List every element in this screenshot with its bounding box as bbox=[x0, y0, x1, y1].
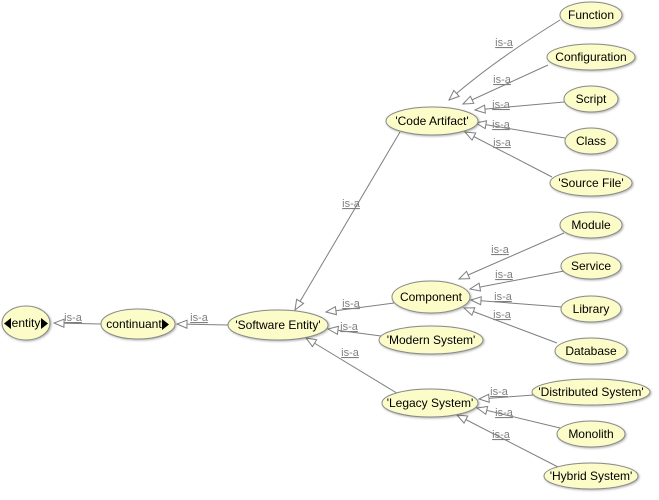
node-legacy-system[interactable]: 'Legacy System' bbox=[381, 388, 479, 418]
edge-label: is-a bbox=[190, 312, 209, 324]
node-label: continuant bbox=[106, 317, 162, 331]
node-library[interactable]: Library bbox=[560, 295, 622, 323]
expand-right-icon[interactable] bbox=[41, 318, 48, 329]
node-ellipse bbox=[560, 295, 622, 323]
edge-softwareentity-continuant bbox=[177, 324, 229, 325]
edge-monolith-legacysystem bbox=[477, 408, 561, 429]
edge-configuration-codeartifact bbox=[463, 64, 549, 104]
node-component[interactable]: Component bbox=[391, 280, 471, 314]
node-label: Component bbox=[400, 290, 463, 304]
edge-label: is-a bbox=[342, 198, 361, 210]
node-ellipse bbox=[391, 280, 471, 314]
node-ellipse bbox=[378, 325, 484, 355]
node-database[interactable]: Database bbox=[554, 337, 628, 365]
edge-codeartifact-softwareentity bbox=[295, 131, 401, 310]
node-distributed-system[interactable]: 'Distributed System' bbox=[531, 378, 651, 406]
edge-label: is-a bbox=[493, 74, 512, 86]
edge-label: is-a bbox=[492, 429, 511, 441]
edge-label: is-a bbox=[341, 347, 360, 359]
node-script[interactable]: Script bbox=[563, 85, 619, 113]
edge-modernsystem-softwareentity bbox=[328, 329, 382, 337]
node-ellipse bbox=[381, 388, 479, 418]
edge-script-codeartifact bbox=[475, 101, 565, 110]
node-ellipse bbox=[1, 305, 51, 341]
node-configuration[interactable]: Configuration bbox=[546, 43, 636, 71]
edge-library-component bbox=[471, 300, 563, 308]
edge-sourcefile-codeartifact bbox=[465, 132, 553, 178]
edge-database-component bbox=[464, 308, 558, 344]
node-ellipse bbox=[385, 106, 479, 136]
node-label: Class bbox=[576, 134, 606, 148]
edge-continuant-entity bbox=[54, 323, 102, 324]
edge-class-codeartifact bbox=[476, 123, 566, 139]
edge-label: is-a bbox=[340, 321, 359, 333]
node-label: Service bbox=[571, 259, 611, 273]
node-entity[interactable]: entity bbox=[1, 305, 51, 341]
node-ellipse bbox=[531, 378, 651, 406]
node-label: 'Software Entity' bbox=[235, 318, 320, 332]
node-code-artifact[interactable]: 'Code Artifact' bbox=[385, 106, 479, 136]
edge-label: is-a bbox=[495, 269, 514, 281]
expand-right-icon[interactable] bbox=[162, 319, 169, 330]
node-ellipse bbox=[564, 127, 618, 155]
node-label: 'Legacy System' bbox=[387, 396, 474, 410]
edge-distributedsystem-legacysystem bbox=[479, 395, 535, 399]
node-hybrid-system[interactable]: 'Hybrid System' bbox=[543, 462, 639, 490]
node-label: Library bbox=[573, 302, 610, 316]
node-label: 'Distributed System' bbox=[538, 385, 643, 399]
node-label: Function bbox=[568, 8, 614, 22]
edge-module-component bbox=[459, 232, 565, 279]
edge-legacysystem-softwareentity bbox=[306, 338, 401, 396]
edge-label: is-a bbox=[495, 37, 514, 49]
node-continuant[interactable]: continuant bbox=[100, 308, 176, 340]
node-service[interactable]: Service bbox=[560, 252, 622, 280]
edge-component-softwareentity bbox=[326, 302, 395, 312]
node-label: Monolith bbox=[568, 427, 613, 441]
edge-hybridsystem-legacysystem bbox=[457, 415, 559, 468]
node-ellipse bbox=[100, 308, 176, 340]
node-monolith[interactable]: Monolith bbox=[556, 420, 626, 448]
node-label: 'Source File' bbox=[558, 176, 623, 190]
node-label: Database bbox=[565, 344, 617, 358]
node-label: 'Modern System' bbox=[387, 333, 476, 347]
node-label: 'Hybrid System' bbox=[550, 469, 633, 483]
edge-label: is-a bbox=[342, 298, 361, 310]
node-ellipse bbox=[560, 252, 622, 280]
edge-label: is-a bbox=[64, 312, 83, 324]
node-ellipse bbox=[227, 309, 329, 341]
edge-label: is-a bbox=[491, 244, 510, 256]
node-ellipse bbox=[559, 1, 623, 29]
node-class[interactable]: Class bbox=[564, 127, 618, 155]
edge-label: is-a bbox=[494, 291, 513, 303]
node-modern-system[interactable]: 'Modern System' bbox=[378, 325, 484, 355]
edge-label: is-a bbox=[490, 386, 509, 398]
node-ellipse bbox=[563, 85, 619, 113]
edge-service-component bbox=[470, 270, 565, 289]
node-ellipse bbox=[549, 169, 633, 197]
expand-left-icon[interactable] bbox=[4, 318, 11, 329]
edge-label: is-a bbox=[493, 137, 512, 149]
node-source-file[interactable]: 'Source File' bbox=[549, 169, 633, 197]
node-module[interactable]: Module bbox=[559, 211, 623, 239]
node-label: Module bbox=[571, 218, 611, 232]
node-ellipse bbox=[554, 337, 628, 365]
node-label: 'Code Artifact' bbox=[395, 114, 468, 128]
edge-label: is-a bbox=[492, 119, 511, 131]
node-function[interactable]: Function bbox=[559, 1, 623, 29]
node-ellipse bbox=[543, 462, 639, 490]
node-label: Script bbox=[576, 92, 607, 106]
edge-function-codeartifact bbox=[449, 19, 561, 100]
edge-label: is-a bbox=[495, 407, 514, 419]
edge-label: is-a bbox=[493, 309, 512, 321]
node-software-entity[interactable]: 'Software Entity' bbox=[227, 309, 329, 341]
node-ellipse bbox=[546, 43, 636, 71]
node-ellipse bbox=[559, 211, 623, 239]
node-label: entity bbox=[12, 316, 41, 330]
edge-label: is-a bbox=[492, 99, 511, 111]
node-label: Configuration bbox=[555, 50, 626, 64]
node-ellipse bbox=[556, 420, 626, 448]
